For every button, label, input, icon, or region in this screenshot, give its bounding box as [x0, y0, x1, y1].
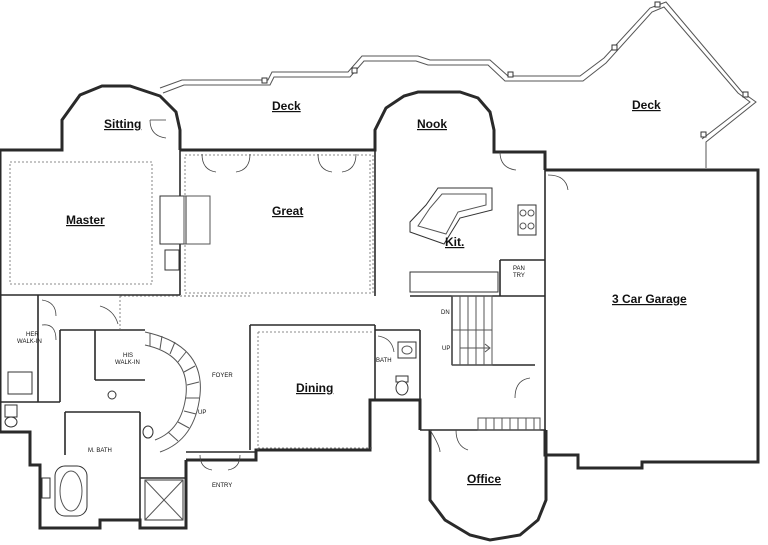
- label-his-walkin-1: HIS: [123, 353, 133, 359]
- room-labels: Deck Deck Sitting Nook Master Great Kit.…: [17, 98, 687, 489]
- label-deck-left: Deck: [272, 99, 301, 113]
- label-pantry-2: TRY: [513, 273, 525, 279]
- bath-fixtures: [4, 341, 417, 521]
- label-master: Master: [66, 213, 105, 227]
- label-m-bath: M. BATH: [88, 448, 112, 454]
- label-great: Great: [272, 204, 303, 218]
- doors: [41, 119, 569, 471]
- label-sitting: Sitting: [104, 117, 141, 131]
- deck-outline: [159, 1, 757, 168]
- label-foyer: FOYER: [212, 373, 233, 379]
- label-bath: BATH: [376, 358, 392, 364]
- label-dining: Dining: [296, 381, 333, 395]
- label-garage: 3 Car Garage: [612, 292, 687, 306]
- kitchen-island: [409, 187, 537, 293]
- label-office: Office: [467, 472, 501, 486]
- label-pantry-1: PAN: [513, 266, 525, 272]
- label-her-walkin-2: WALK-IN: [17, 339, 42, 345]
- label-deck-right: Deck: [632, 98, 661, 112]
- label-stair-dn: DN: [441, 310, 450, 316]
- label-his-walkin-2: WALK-IN: [115, 360, 140, 366]
- exterior-walls: [0, 84, 760, 542]
- fireplace: [159, 195, 211, 271]
- label-stair-up: UP: [442, 346, 450, 352]
- label-stair-up-foyer: UP: [198, 410, 206, 416]
- soffit-lines: [9, 154, 374, 450]
- label-nook: Nook: [417, 117, 447, 131]
- label-her-walkin-1: HER: [26, 332, 39, 338]
- label-entry: ENTRY: [212, 483, 232, 489]
- stairs: [144, 295, 541, 453]
- label-kit: Kit.: [445, 235, 464, 249]
